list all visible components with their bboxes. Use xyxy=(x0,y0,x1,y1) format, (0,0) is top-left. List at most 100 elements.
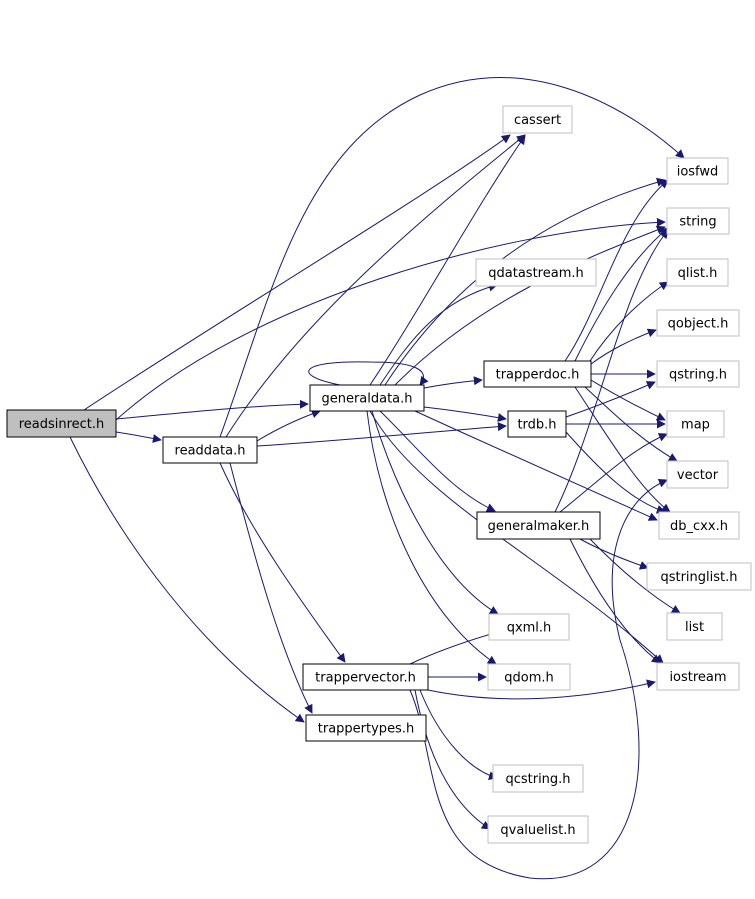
edge-readsinrect-to-readdata xyxy=(115,431,162,443)
node-list[interactable]: list xyxy=(666,612,723,641)
edge-readsinrect-to-trappertypes xyxy=(69,436,305,723)
node-trappertypes[interactable]: trappertypes.h xyxy=(305,714,427,742)
edge-trapperdoc-to-string xyxy=(574,227,669,362)
node-label: list xyxy=(685,620,704,635)
edges xyxy=(69,77,685,880)
node-label: map xyxy=(681,418,710,433)
node-vector[interactable]: vector xyxy=(666,460,729,489)
node-box xyxy=(475,258,597,287)
edge-trdb-to-qstring xyxy=(565,381,656,418)
node-label: qvaluelist.h xyxy=(500,823,575,838)
node-box xyxy=(666,410,725,438)
node-qxml[interactable]: qxml.h xyxy=(488,613,570,641)
edge-trappervector-to-iostream xyxy=(427,679,656,700)
node-box xyxy=(492,764,584,793)
edge-generaldata-to-db_cxx xyxy=(414,410,658,521)
node-qstringlist[interactable]: qstringlist.h xyxy=(646,562,752,591)
edge-readsinrect-to-string xyxy=(115,217,666,421)
edge-trapperdoc-to-iosfwd xyxy=(564,179,669,362)
node-trapperdoc[interactable]: trapperdoc.h xyxy=(483,360,592,388)
edge-trdb-to-db_cxx xyxy=(565,431,666,514)
edge-generalmaker-to-qstringlist xyxy=(579,538,649,570)
node-qvaluelist[interactable]: qvaluelist.h xyxy=(487,815,589,844)
node-label: qdom.h xyxy=(504,671,554,686)
node-label: qcstring.h xyxy=(505,772,570,787)
node-qobject[interactable]: qobject.h xyxy=(656,309,740,337)
node-string[interactable]: string xyxy=(666,207,730,235)
node-box xyxy=(483,360,592,388)
edge-generaldata-to-trdb xyxy=(423,406,507,423)
node-iosfwd[interactable]: iosfwd xyxy=(666,157,729,185)
node-label: generalmaker.h xyxy=(488,519,590,534)
node-qdatastream[interactable]: qdatastream.h xyxy=(475,258,597,287)
node-qstring[interactable]: qstring.h xyxy=(656,360,740,388)
node-box xyxy=(305,714,427,742)
edge-generaldata-to-generalmaker xyxy=(379,410,496,512)
node-box xyxy=(656,662,740,691)
edge-trapperdoc-to-map xyxy=(590,379,666,421)
edge-readsinrect-to-cassert xyxy=(83,134,511,411)
node-label: qstringlist.h xyxy=(660,570,737,585)
edge-trapperdoc-to-vector xyxy=(584,386,678,462)
edge-generalmaker-to-string xyxy=(554,229,669,513)
edge-generalmaker-to-iostream xyxy=(569,538,661,664)
node-qdom[interactable]: qdom.h xyxy=(487,663,571,691)
edge-trappervector-to-qcstring xyxy=(419,689,498,781)
node-box xyxy=(162,436,258,464)
node-label: qdatastream.h xyxy=(488,266,583,281)
edge-readdata-to-iosfwd xyxy=(219,77,685,438)
edge-generaldata-to-trapperdoc xyxy=(423,376,483,389)
node-qlist[interactable]: qlist.h xyxy=(666,258,729,287)
edge-generaldata-to-qdom xyxy=(366,410,497,665)
node-box xyxy=(646,562,752,591)
node-box xyxy=(309,384,425,412)
node-label: db_cxx.h xyxy=(670,519,728,534)
node-box xyxy=(6,409,117,438)
node-label: cassert xyxy=(514,113,561,128)
node-label: readdata.h xyxy=(175,444,246,459)
edge-trappervector-to-qvaluelist xyxy=(414,689,491,830)
node-box xyxy=(476,511,601,540)
node-generalmaker[interactable]: generalmaker.h xyxy=(476,511,601,540)
edge-trappervector-to-vector xyxy=(409,479,668,880)
node-box xyxy=(487,815,589,844)
node-label: string xyxy=(679,215,716,230)
edge-readdata-to-generaldata xyxy=(256,409,321,442)
node-box xyxy=(666,612,723,641)
edge-readdata-to-trdb xyxy=(256,422,507,447)
edge-trapperdoc-to-db_cxx xyxy=(574,386,671,513)
node-trdb[interactable]: trdb.h xyxy=(507,410,567,438)
edge-readsinrect-to-generaldata xyxy=(115,399,309,420)
node-label: generaldata.h xyxy=(321,392,412,407)
edge-generaldata-to-generaldata xyxy=(308,361,429,386)
node-readsinrect[interactable]: readsinrect.h xyxy=(6,409,117,438)
node-box xyxy=(666,258,729,287)
nodes: readsinrect.h readdata.h generaldata.h trap… xyxy=(6,105,752,844)
node-map[interactable]: map xyxy=(666,410,725,438)
node-label: iosfwd xyxy=(677,165,719,180)
node-box xyxy=(488,613,570,641)
node-cassert[interactable]: cassert xyxy=(502,105,573,134)
node-box xyxy=(666,157,729,185)
node-qcstring[interactable]: qcstring.h xyxy=(492,764,584,793)
node-label: trappertypes.h xyxy=(318,722,414,737)
edge-trapperdoc-to-qobject xyxy=(590,328,657,365)
node-box xyxy=(302,663,429,691)
node-label: trdb.h xyxy=(517,418,556,433)
edge-generaldata-to-qxml xyxy=(371,410,499,615)
edge-generalmaker-to-list xyxy=(589,538,681,614)
node-iostream[interactable]: iostream xyxy=(656,662,740,691)
node-label: qlist.h xyxy=(678,266,718,281)
edge-readdata-to-trappervector xyxy=(219,462,346,663)
edge-trappervector-to-qxml xyxy=(409,629,499,665)
node-label: iostream xyxy=(669,670,726,685)
edge-generaldata-to-qdatastream xyxy=(379,282,498,386)
node-db_cxx[interactable]: db_cxx.h xyxy=(658,511,740,540)
node-readdata[interactable]: readdata.h xyxy=(162,436,258,464)
node-label: vector xyxy=(677,468,719,483)
node-box xyxy=(502,105,573,134)
node-generaldata[interactable]: generaldata.h xyxy=(309,384,425,412)
node-trappervector[interactable]: trappervector.h xyxy=(302,663,429,691)
edge-readdata-to-cassert xyxy=(225,134,526,438)
